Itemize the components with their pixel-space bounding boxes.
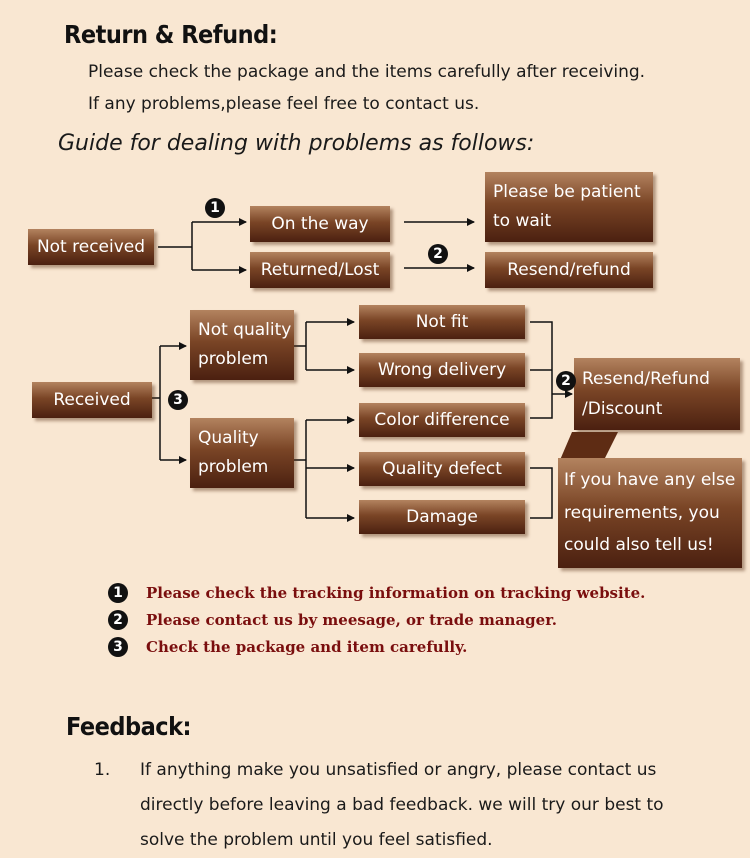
returned-lost-box: Returned/Lost (250, 252, 390, 288)
rrd-line-1: Resend/Refund (582, 368, 710, 389)
feedback-line-1: If anything make you unsatisfied or angr… (140, 760, 657, 780)
else-line-1: If you have any else (564, 470, 736, 491)
color-difference-box: Color difference (359, 403, 525, 437)
quality-problem-box: Quality problem (190, 418, 294, 488)
return-line-1: Please check the package and the items c… (88, 62, 646, 82)
on-the-way-box: On the way (250, 206, 390, 242)
quality-defect-box: Quality defect (359, 452, 525, 486)
note-3-icon: 3 (108, 637, 128, 657)
else-line-2: requirements, you (564, 502, 720, 523)
marker-1-icon: 1 (205, 198, 225, 218)
any-else-requirements-bubble: If you have any else requirements, you c… (558, 458, 742, 568)
note-1-text: Please check the tracking information on… (146, 584, 646, 602)
not-received-box: Not received (28, 229, 154, 265)
patient-line-2: to wait (493, 211, 552, 232)
received-label: Received (53, 389, 131, 410)
quality-line-1: Quality (198, 428, 259, 449)
note-2-icon: 2 (108, 610, 128, 630)
on-the-way-label: On the way (271, 213, 369, 234)
not-fit-label: Not fit (415, 311, 469, 332)
resend-refund-box: Resend/refund (485, 252, 653, 288)
damage-label: Damage (406, 506, 478, 527)
note-1-icon: 1 (108, 583, 128, 603)
quality-line-2: problem (198, 457, 269, 478)
resend-refund-discount-box: Resend/Refund /Discount (574, 358, 740, 430)
not-quality-line-2: problem (198, 349, 269, 370)
please-be-patient-box: Please be patient to wait (485, 172, 653, 242)
marker-3-icon: 3 (168, 390, 188, 410)
feedback-number: 1. (94, 760, 111, 780)
returned-lost-label: Returned/Lost (260, 259, 380, 280)
resend-refund-label: Resend/refund (507, 259, 631, 280)
marker-2b-icon: 2 (556, 371, 576, 391)
damage-box: Damage (359, 500, 525, 534)
feedback-line-2: directly before leaving a bad feedback. … (140, 795, 664, 815)
wrong-delivery-box: Wrong delivery (359, 353, 525, 387)
received-box: Received (32, 382, 152, 418)
not-received-label: Not received (36, 236, 146, 257)
not-quality-problem-box: Not quality problem (190, 310, 294, 380)
feedback-line-3: solve the problem until you feel satisfi… (140, 830, 493, 850)
color-difference-label: Color difference (374, 409, 510, 430)
not-fit-box: Not fit (359, 305, 525, 339)
guide-title: Guide for dealing with problems as follo… (58, 131, 535, 156)
not-quality-line-1: Not quality (198, 320, 292, 341)
else-line-3: could also tell us! (564, 535, 714, 556)
patient-line-1: Please be patient (493, 182, 641, 203)
feedback-heading: Feedback: (66, 712, 192, 741)
marker-2-icon: 2 (428, 244, 448, 264)
rrd-line-2: /Discount (582, 398, 663, 419)
note-3-text: Check the package and item carefully. (146, 638, 468, 656)
return-line-2: If any problems,please feel free to cont… (88, 94, 480, 114)
note-2-text: Please contact us by meesage, or trade m… (146, 611, 557, 629)
return-refund-heading: Return & Refund: (64, 20, 278, 49)
wrong-delivery-label: Wrong delivery (377, 359, 507, 380)
quality-defect-label: Quality defect (382, 458, 502, 479)
